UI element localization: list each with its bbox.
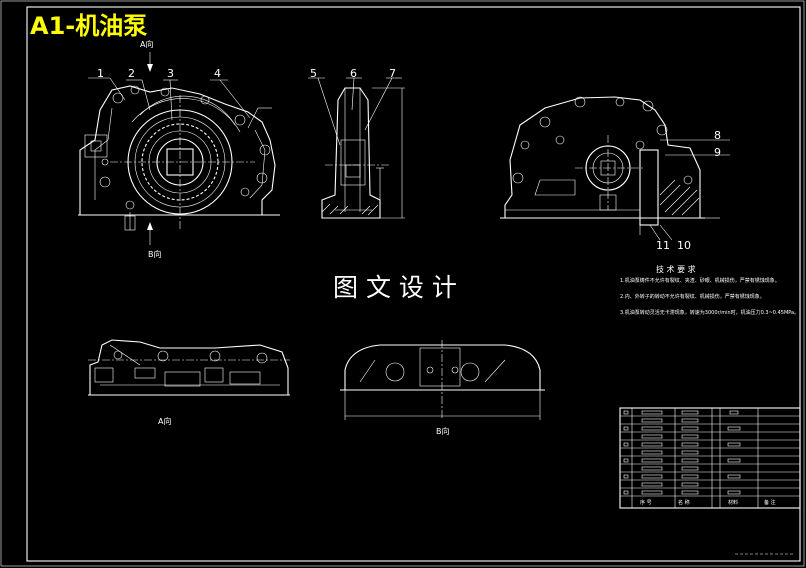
tech-requirement-2: 2.内、外转子的转动不允许有裂纹、机械损伤，严禁有锈蚀现象。 (620, 293, 765, 300)
bolt-holes-front (99, 85, 271, 210)
a-view-outline (89, 339, 289, 396)
sheet-title: A1-机油泵 (30, 12, 147, 40)
drawing-frame (26, 6, 801, 562)
tech-requirements-heading: 技 术 要 求 (656, 264, 696, 274)
rear-housing-outline (504, 96, 701, 219)
callout-3: 3 (167, 67, 174, 80)
rear-view: 8 9 10 11 (500, 96, 730, 252)
callout-11: 11 (656, 239, 670, 252)
callout-6: 6 (350, 67, 357, 80)
section-hatch (321, 203, 379, 216)
parts-list-title-block: 序 号 名 称 材料 备 注 (619, 407, 801, 509)
callout-2: 2 (128, 67, 135, 80)
callout-1: 1 (97, 67, 104, 80)
callout-5: 5 (310, 67, 317, 80)
b-view-label: B向 (436, 426, 450, 436)
view-arrow-label-a: A向 (140, 39, 153, 49)
bolt-holes-rear (512, 96, 693, 185)
title-block-col-index: 序 号 (640, 499, 652, 506)
view-arrow-label-b: B向 (148, 249, 162, 259)
callout-8: 8 (714, 129, 721, 142)
callout-10: 10 (677, 239, 691, 252)
b-view-outline (344, 344, 541, 391)
rear-hatch (659, 179, 700, 216)
title-block-col-remarks: 备 注 (764, 499, 776, 506)
watermark-text: 图 文 设 计 (333, 273, 457, 302)
callout-7: 7 (389, 67, 396, 80)
technical-requirements: 技 术 要 求 1.机油泵铸件不允许有裂纹、夹渣、砂眼、机械损伤，严禁有锈蚀现象… (620, 264, 799, 316)
b-direction-view: B向 (340, 340, 545, 436)
callout-4: 4 (214, 67, 221, 80)
title-block-col-material: 材料 (728, 499, 738, 506)
callout-9: 9 (714, 146, 721, 159)
pump-housing-outline (79, 85, 276, 216)
parts-list-row-marks (623, 410, 741, 495)
a-direction-view: A向 (88, 339, 290, 426)
side-section-view: 5 6 7 (308, 67, 405, 219)
tech-requirement-1: 1.机油泵铸件不允许有裂纹、夹渣、砂眼、机械损伤，严禁有锈蚀现象。 (620, 277, 780, 284)
tech-requirement-3: 3.机油泵转动灵活无卡滞现象，转速为3000r/min时，机油压力0.3~0.4… (620, 309, 799, 316)
rotor-assembly (127, 95, 241, 215)
front-view: A向 (78, 39, 280, 259)
section-outline (321, 87, 381, 219)
title-block-col-name: 名 称 (678, 499, 690, 506)
a-view-label: A向 (158, 416, 171, 426)
